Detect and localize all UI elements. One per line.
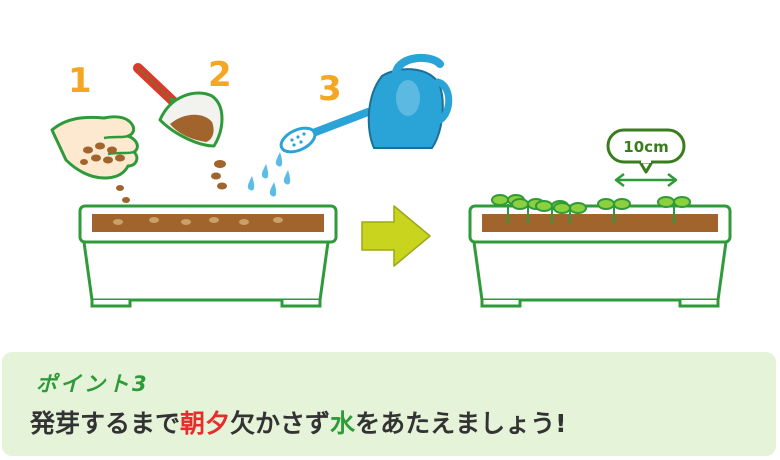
message-part-highlight-water: 水 — [330, 409, 356, 438]
point-message: 発芽するまで朝夕欠かさず水をあたえましょう! — [30, 404, 566, 440]
point-title: ポイント3 — [36, 372, 150, 396]
step-number-1: 1 — [68, 61, 92, 101]
message-part: 欠かさず — [230, 409, 331, 438]
falling-soil — [211, 160, 227, 190]
spacing-label: 10cm — [623, 138, 668, 156]
progress-arrow — [361, 205, 431, 267]
hand-icon — [50, 115, 139, 180]
step-number-2: 2 — [208, 55, 232, 95]
point-callout: ポイント3 発芽するまで朝夕欠かさず水をあたえましょう! — [2, 352, 776, 456]
trowel-icon — [133, 63, 224, 148]
step-number-3: 3 — [318, 69, 342, 109]
message-part: をあたえましょう! — [355, 409, 567, 438]
seeds-in-hand — [80, 142, 125, 165]
sprouts — [491, 194, 691, 224]
message-part: 発芽するまで — [30, 409, 181, 438]
spacing-indicator: 10cm — [606, 128, 686, 187]
planter-after — [468, 204, 732, 308]
watering-can-icon — [279, 53, 453, 154]
message-part-highlight-morning-evening: 朝夕 — [180, 409, 231, 438]
sowing-illustration: 1 2 3 — [50, 53, 732, 308]
water-drops — [247, 152, 291, 197]
planter-before — [78, 204, 338, 308]
falling-seeds — [116, 185, 130, 203]
